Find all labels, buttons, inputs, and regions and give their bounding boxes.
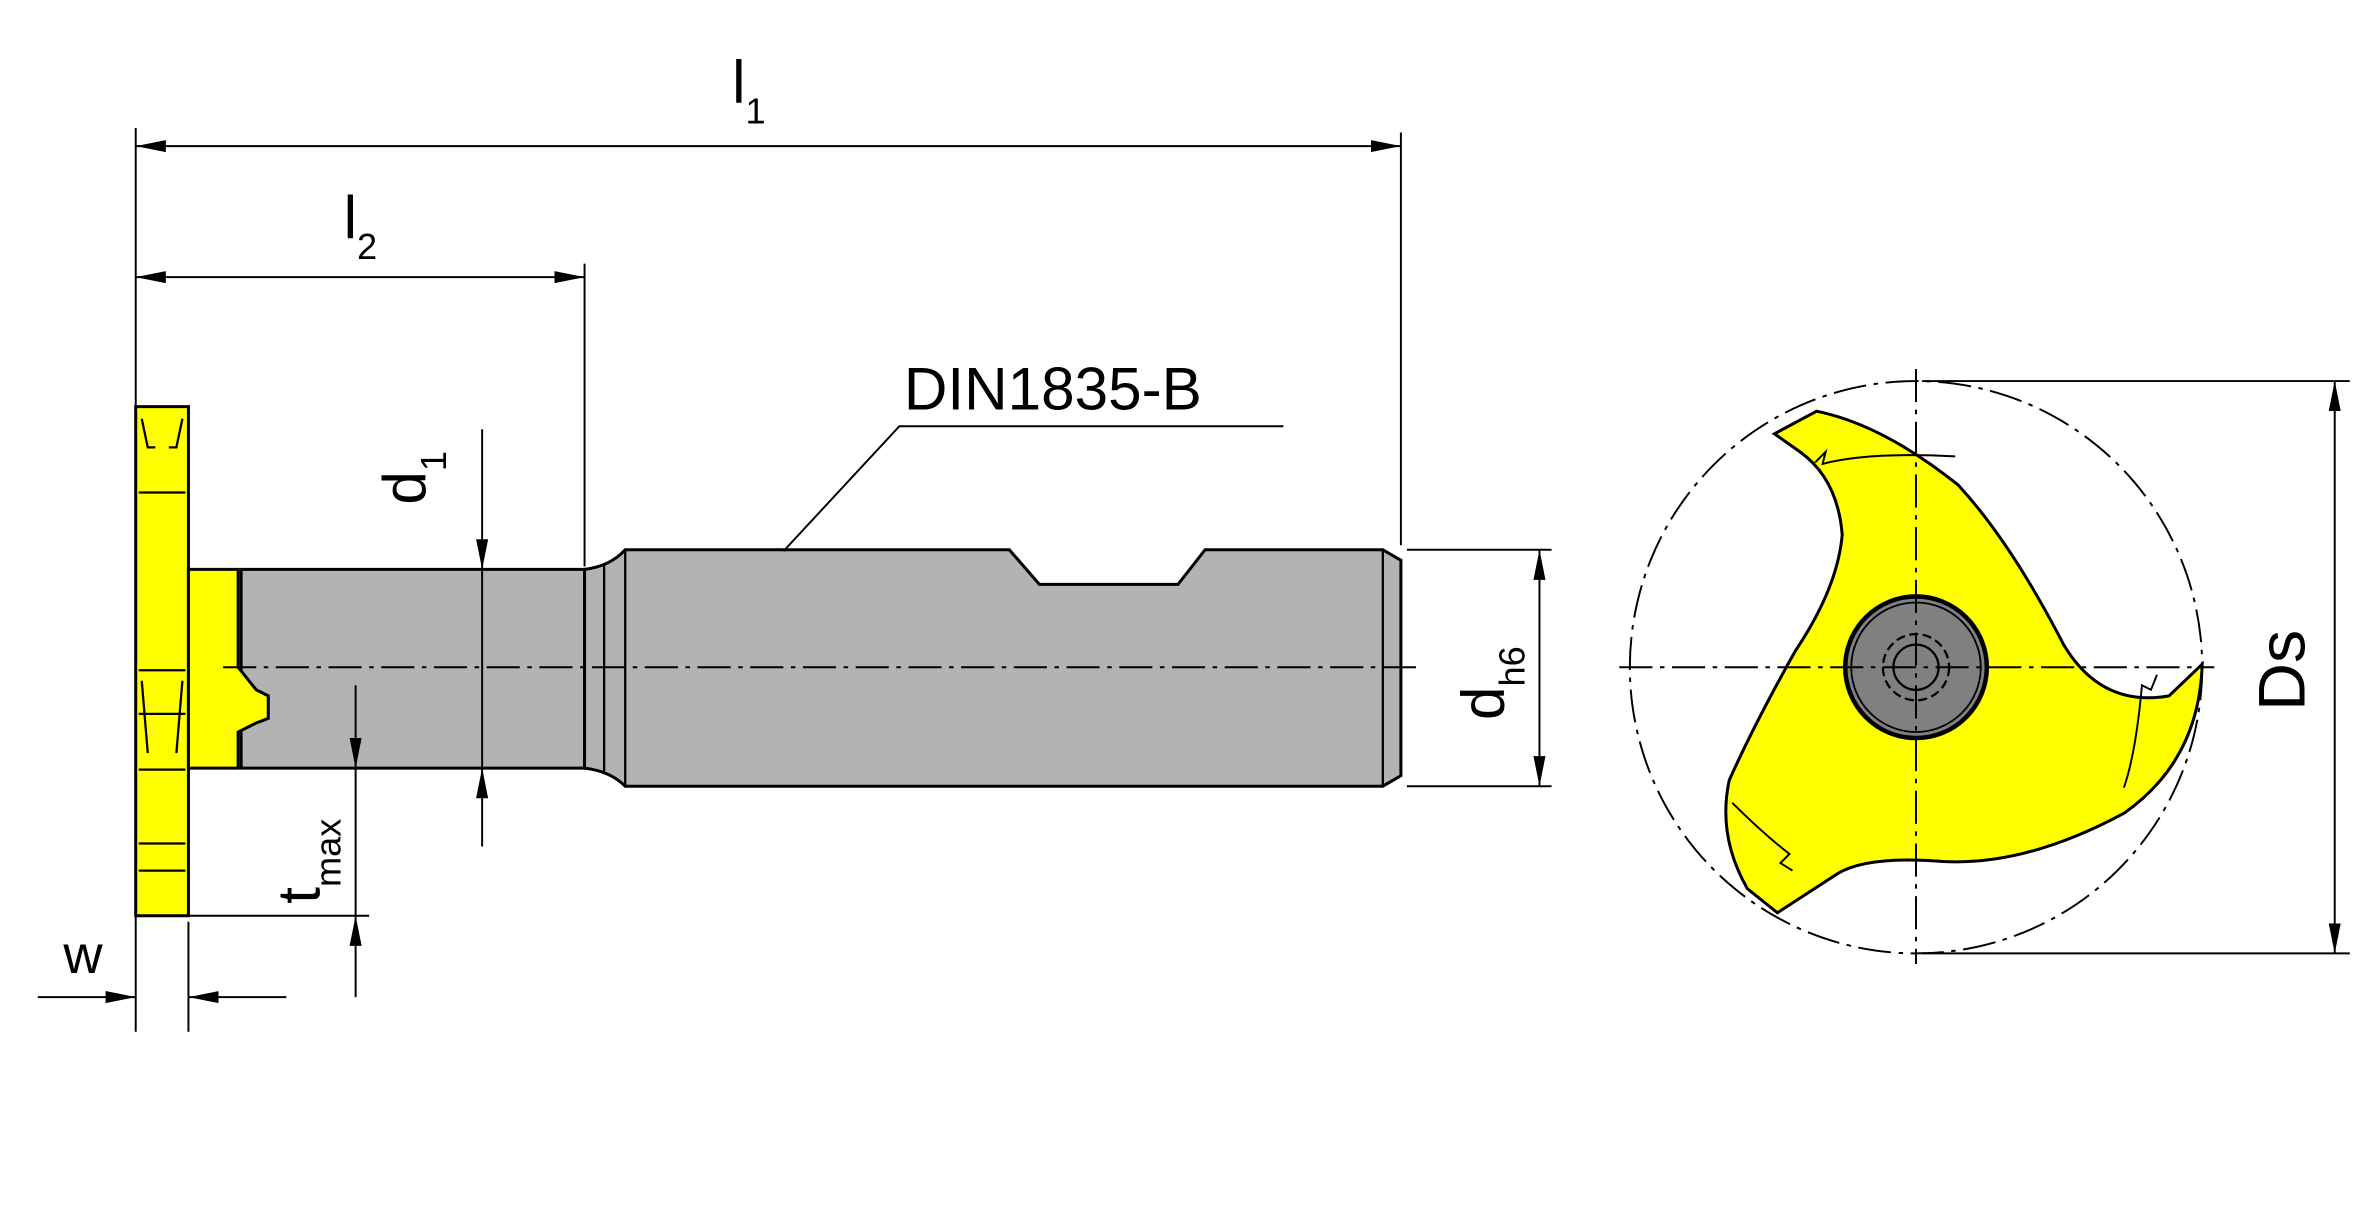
dimension-dh6: dh6: [1406, 548, 1552, 788]
label-l1: l1: [732, 47, 765, 131]
label-Ds: Ds: [2246, 630, 2320, 711]
dimension-w: w: [37, 921, 287, 1032]
insert-hub: [186, 567, 270, 770]
neck: [239, 567, 587, 770]
label-tmax: tmax: [264, 819, 348, 904]
insert-plate: [134, 405, 190, 918]
dimension-Ds: Ds: [1922, 380, 2350, 955]
shank-side-view: [239, 548, 1403, 788]
dimension-tmax: tmax: [188, 685, 370, 998]
label-d1: d1: [370, 451, 454, 505]
insert-front-view: [1619, 369, 2215, 964]
label-w: w: [62, 925, 103, 985]
standard-label: DIN1835-B: [904, 355, 1202, 423]
label-dh6: dh6: [1448, 646, 1532, 720]
insert-side-view: [134, 405, 270, 918]
standard-callout: DIN1835-B: [782, 355, 1284, 552]
dimension-l2: l2: [135, 183, 586, 567]
dimension-d1: d1: [370, 429, 489, 847]
label-l2: l2: [344, 183, 377, 267]
